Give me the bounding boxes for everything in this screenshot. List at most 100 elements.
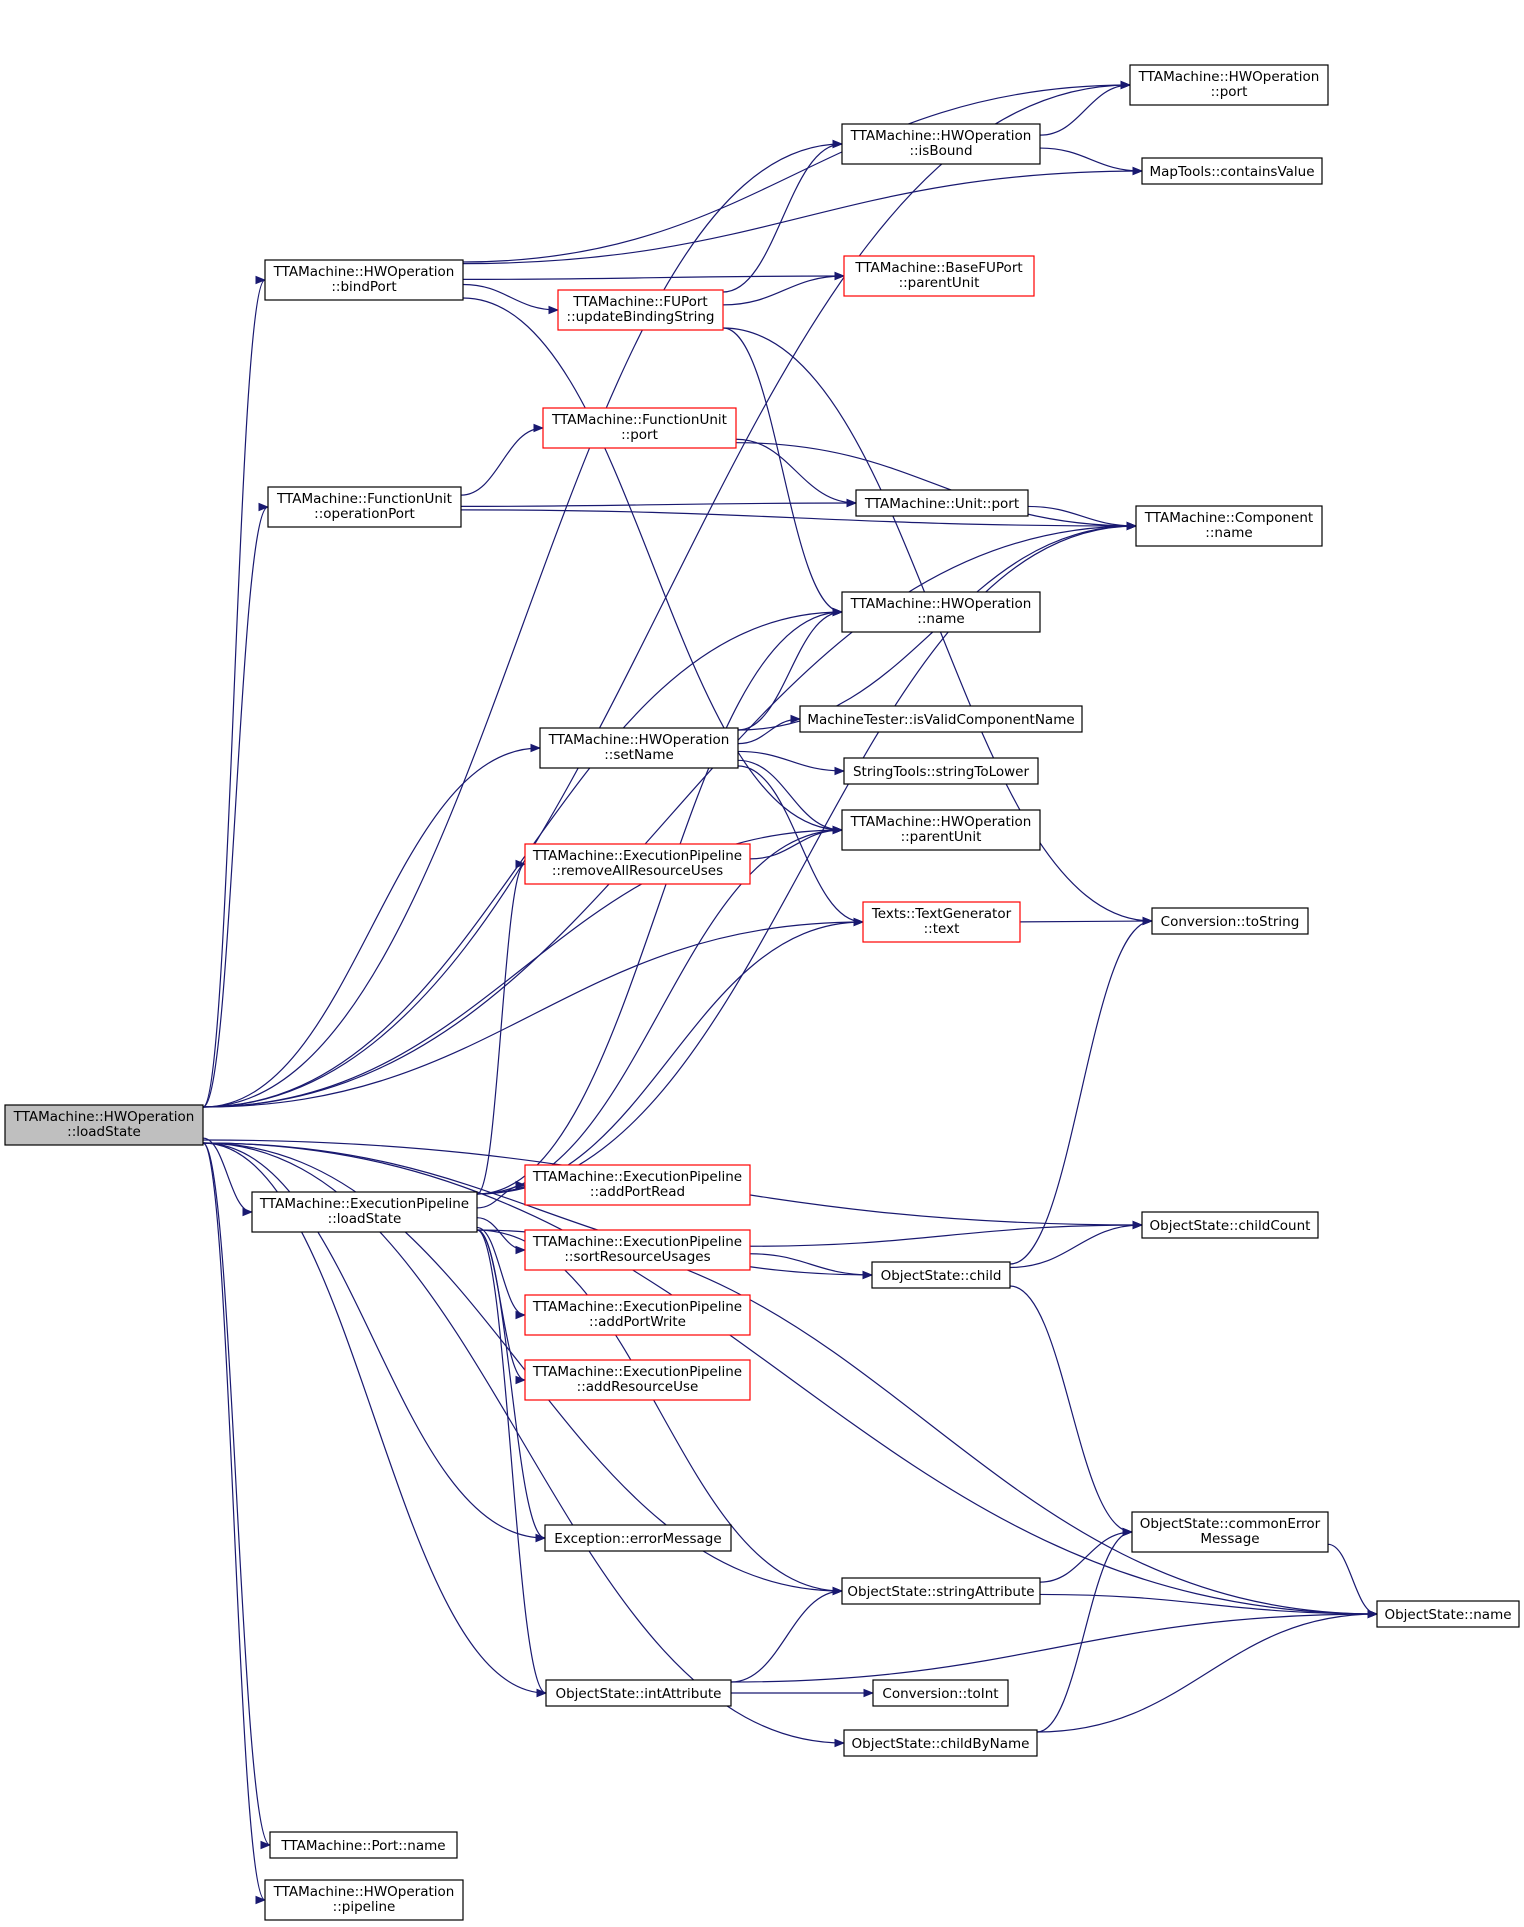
node-component_name[interactable]: TTAMachine::Component::name xyxy=(1135,505,1323,547)
node-label: ::isBound xyxy=(909,143,972,159)
node-conversion_tostring[interactable]: Conversion::toString xyxy=(1151,907,1309,935)
node-label: Message xyxy=(1200,1531,1259,1547)
node-maptools_containsvalue[interactable]: MapTools::containsValue xyxy=(1141,157,1323,185)
node-label: ::parentUnit xyxy=(899,275,980,291)
node-box xyxy=(841,591,1041,633)
node-functionunit_port[interactable]: TTAMachine::FunctionUnit::port xyxy=(542,407,737,449)
node-basefuport_parentunit[interactable]: TTAMachine::BaseFUPort::parentUnit xyxy=(843,255,1035,297)
node-box xyxy=(843,1729,1038,1757)
node-label: ::addResourceUse xyxy=(577,1379,699,1395)
node-label: ::updateBindingString xyxy=(567,309,715,325)
edge-root-to-texts_text xyxy=(202,917,865,1108)
edge-root-to-port_name xyxy=(202,1142,272,1850)
node-label: TTAMachine::FUPort xyxy=(572,294,707,310)
node-unit_port[interactable]: TTAMachine::Unit::port xyxy=(855,489,1029,517)
node-label: ::loadState xyxy=(67,1124,141,1140)
node-box xyxy=(557,289,724,331)
node-port_name[interactable]: TTAMachine::Port::name xyxy=(269,1831,458,1859)
node-label: ObjectState::intAttribute xyxy=(555,1686,721,1702)
node-stringtools_tolower[interactable]: StringTools::stringToLower xyxy=(843,757,1039,785)
edge-root-to-objectstate_intattr xyxy=(202,1142,548,1698)
node-root[interactable]: TTAMachine::HWOperation::loadState xyxy=(4,1104,204,1146)
node-label: ObjectState::name xyxy=(1384,1607,1511,1623)
node-ep_addresourceuse[interactable]: TTAMachine::ExecutionPipeline::addResour… xyxy=(524,1359,751,1401)
node-box xyxy=(4,1104,204,1146)
edge-functionunit_operationport-to-functionunit_port xyxy=(460,423,545,496)
node-ep_addportread[interactable]: TTAMachine::ExecutionPipeline::addPortRe… xyxy=(524,1164,751,1206)
node-hwop_name[interactable]: TTAMachine::HWOperation::name xyxy=(841,591,1041,633)
node-box xyxy=(264,1879,464,1921)
edge-objectstate_child-to-objectstate_childcount xyxy=(1009,1220,1144,1269)
node-objectstate_childbyname[interactable]: ObjectState::childByName xyxy=(843,1729,1038,1757)
node-label: ::sortResourceUsages xyxy=(564,1249,710,1265)
node-label: ::bindPort xyxy=(331,279,396,295)
edge-objectstate_child-to-conversion_tostring xyxy=(1009,916,1154,1265)
node-label: TTAMachine::Unit::port xyxy=(864,496,1019,512)
edge-hwop_bindport-to-fuport_updatebinding xyxy=(462,283,560,315)
node-texts_text[interactable]: Texts::TextGenerator::text xyxy=(862,901,1021,943)
node-hwop_pipeline[interactable]: TTAMachine::HWOperation::pipeline xyxy=(264,1879,464,1921)
node-objectstate_intattr[interactable]: ObjectState::intAttribute xyxy=(545,1679,732,1707)
edge-root-to-objectstate_child xyxy=(202,1142,874,1280)
node-label: TTAMachine::ExecutionPipeline xyxy=(532,1234,742,1250)
node-hwop_port[interactable]: TTAMachine::HWOperation::port xyxy=(1129,64,1329,106)
node-ep_removeall[interactable]: TTAMachine::ExecutionPipeline::removeAll… xyxy=(524,843,751,885)
edge-root-to-component_name xyxy=(202,521,1138,1108)
edge-objectstate_intattr-to-objectstate_stringattr xyxy=(730,1586,844,1683)
node-conversion_toint[interactable]: Conversion::toInt xyxy=(872,1679,1009,1707)
node-hwop_parentunit[interactable]: TTAMachine::HWOperation::parentUnit xyxy=(841,809,1041,851)
node-ep_addportwrite[interactable]: TTAMachine::ExecutionPipeline::addPortWr… xyxy=(524,1294,751,1336)
node-box xyxy=(524,1164,751,1206)
edge-ep_loadstate-to-ep_removeall xyxy=(476,859,527,1195)
node-box xyxy=(264,259,464,301)
node-box xyxy=(269,1831,458,1859)
edge-texts_text-to-conversion_tostring xyxy=(1019,916,1154,926)
node-box xyxy=(542,407,737,449)
node-hwop_setname[interactable]: TTAMachine::HWOperation::setName xyxy=(539,727,739,769)
node-label: TTAMachine::HWOperation xyxy=(548,732,730,748)
node-machinetester_isvalid[interactable]: MachineTester::isValidComponentName xyxy=(799,705,1083,733)
edge-objectstate_childbyname-to-objectstate_commonerror xyxy=(1036,1527,1134,1733)
node-box xyxy=(1141,1211,1319,1239)
node-label: ::loadState xyxy=(328,1211,402,1227)
node-ep_loadstate[interactable]: TTAMachine::ExecutionPipeline::loadState xyxy=(251,1191,478,1233)
node-box xyxy=(841,809,1041,851)
node-label: ObjectState::commonError xyxy=(1140,1516,1321,1532)
node-fuport_updatebinding[interactable]: TTAMachine::FUPort::updateBindingString xyxy=(557,289,724,331)
edge-fuport_updatebinding-to-basefuport_parentunit xyxy=(722,271,846,306)
node-functionunit_operationport[interactable]: TTAMachine::FunctionUnit::operationPort xyxy=(267,486,462,528)
edge-ep_loadstate-to-component_name xyxy=(476,521,1138,1195)
node-box xyxy=(1135,505,1323,547)
node-label: TTAMachine::HWOperation xyxy=(850,128,1032,144)
node-box xyxy=(1129,64,1329,106)
node-label: TTAMachine::FunctionUnit xyxy=(276,491,452,507)
node-box xyxy=(872,1679,1009,1707)
edge-ep_loadstate-to-exception_errormessage xyxy=(476,1229,547,1543)
node-label: TTAMachine::HWOperation xyxy=(273,1884,455,1900)
node-objectstate_child[interactable]: ObjectState::child xyxy=(871,1261,1011,1289)
node-objectstate_childcount[interactable]: ObjectState::childCount xyxy=(1141,1211,1319,1239)
node-box xyxy=(871,1261,1011,1289)
edge-root-to-objectstate_name xyxy=(202,1142,1379,1619)
edge-ep_loadstate-to-ep_sortresource xyxy=(476,1217,527,1255)
node-hwop_bindport[interactable]: TTAMachine::HWOperation::bindPort xyxy=(264,259,464,301)
edge-unit_port-to-component_name xyxy=(1027,505,1138,531)
edge-hwop_setname-to-hwop_name xyxy=(737,607,844,731)
edge-fuport_updatebinding-to-hwop_isbound xyxy=(722,139,844,293)
node-exception_errormessage[interactable]: Exception::errorMessage xyxy=(544,1524,732,1552)
node-hwop_isbound[interactable]: TTAMachine::HWOperation::isBound xyxy=(841,123,1041,165)
node-ep_sortresource[interactable]: TTAMachine::ExecutionPipeline::sortResou… xyxy=(524,1229,751,1271)
edge-ep_sortresource-to-objectstate_child xyxy=(749,1253,874,1280)
edge-functionunit_port-to-unit_port xyxy=(735,438,858,508)
node-objectstate_name[interactable]: ObjectState::name xyxy=(1376,1600,1520,1628)
node-label: TTAMachine::ExecutionPipeline xyxy=(259,1196,469,1212)
node-label: Texts::TextGenerator xyxy=(871,906,1012,922)
node-box xyxy=(524,1229,751,1271)
node-label: Exception::errorMessage xyxy=(554,1531,721,1547)
node-box xyxy=(544,1524,732,1552)
edge-hwop_bindport-to-maptools_containsvalue xyxy=(462,166,1144,265)
node-objectstate_stringattr[interactable]: ObjectState::stringAttribute xyxy=(841,1577,1041,1605)
node-label: TTAMachine::HWOperation xyxy=(1138,69,1320,85)
